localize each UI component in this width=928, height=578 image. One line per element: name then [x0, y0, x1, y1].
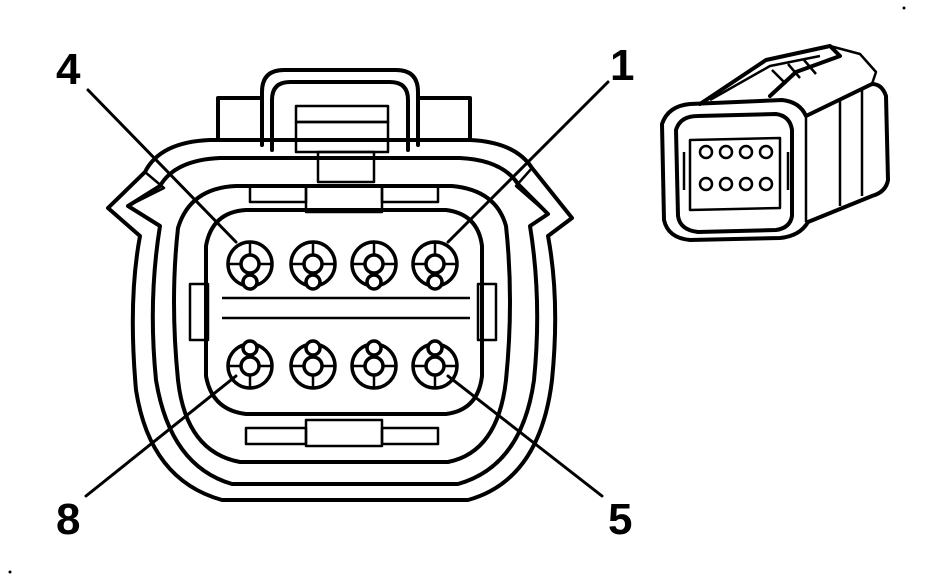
- pin-cavity-8: [226, 339, 274, 390]
- connector-isometric-view: [660, 44, 890, 242]
- pin-cavity-1: [411, 240, 459, 291]
- speck-bottom-left: [8, 570, 12, 574]
- leader-pin-5: [446, 374, 604, 498]
- pin-label-1: 1: [610, 41, 634, 90]
- pin-cavity-2: [350, 240, 398, 291]
- leader-pin-1: [446, 80, 610, 244]
- pin-cavity-4: [226, 240, 274, 291]
- pin-cavities: [226, 240, 459, 390]
- pin-cavity-7: [289, 339, 337, 390]
- speck-top-right: [902, 6, 906, 10]
- leader-pin-8: [84, 374, 238, 498]
- leader-lines: [84, 80, 610, 498]
- pin-label-5: 5: [608, 495, 632, 544]
- leader-pin-4: [86, 88, 238, 244]
- pin-label-4: 4: [56, 45, 81, 94]
- connector-housing: [106, 68, 574, 502]
- pin-label-8: 8: [56, 495, 80, 544]
- pin-cavity-3: [289, 240, 337, 291]
- pin-cavity-6: [350, 339, 398, 390]
- pin-cavity-5: [411, 339, 459, 390]
